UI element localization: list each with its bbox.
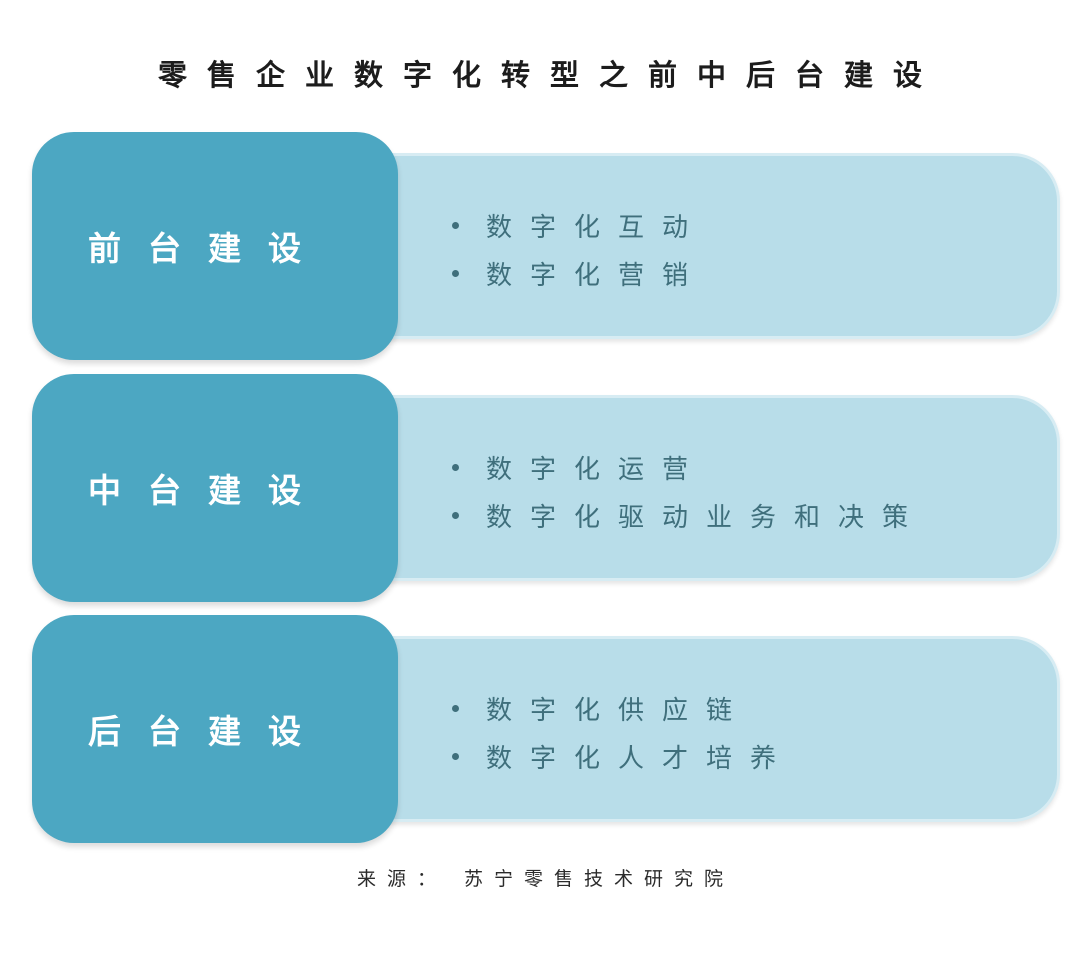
bullet-text: 数字化营销 bbox=[486, 260, 707, 291]
bullet-text: 数字化人才培养 bbox=[486, 743, 795, 774]
section-back-office: 后台建设 数字化供应链 数字化人才培养 bbox=[0, 614, 1080, 844]
bullet-dot-icon bbox=[452, 269, 459, 277]
bullet-item: 数字化运营 bbox=[452, 443, 926, 491]
bullet-dot-icon bbox=[452, 511, 459, 519]
bullet-dot-icon bbox=[452, 704, 459, 712]
section-label-box: 前台建设 bbox=[32, 132, 398, 360]
section-panel bbox=[380, 153, 1060, 339]
bullet-dot-icon bbox=[452, 752, 459, 760]
section-label: 前台建设 bbox=[88, 229, 328, 268]
bullet-text: 数字化运营 bbox=[486, 454, 707, 485]
section-label: 中台建设 bbox=[88, 471, 328, 510]
bullet-list: 数字化互动 数字化营销 bbox=[452, 201, 706, 297]
source-caption: 来源： 苏宁零售技术研究院 bbox=[356, 868, 735, 890]
section-middle-office: 中台建设 数字化运营 数字化驱动业务和决策 bbox=[0, 373, 1080, 603]
bullet-item: 数字化互动 bbox=[452, 201, 706, 249]
section-front-office: 前台建设 数字化互动 数字化营销 bbox=[0, 131, 1080, 361]
bullet-item: 数字化驱动业务和决策 bbox=[452, 491, 926, 539]
bullet-list: 数字化运营 数字化驱动业务和决策 bbox=[452, 443, 926, 539]
section-panel bbox=[380, 395, 1060, 581]
bullet-text: 数字化驱动业务和决策 bbox=[486, 502, 927, 533]
bullet-text: 数字化供应链 bbox=[486, 695, 751, 726]
bullet-list: 数字化供应链 数字化人才培养 bbox=[452, 684, 794, 780]
bullet-dot-icon bbox=[452, 221, 459, 229]
section-panel bbox=[380, 636, 1060, 822]
bullet-item: 数字化人才培养 bbox=[452, 732, 794, 780]
bullet-item: 数字化营销 bbox=[452, 249, 706, 297]
section-label-box: 后台建设 bbox=[32, 615, 398, 843]
bullet-item: 数字化供应链 bbox=[452, 684, 794, 732]
section-label: 后台建设 bbox=[88, 712, 328, 751]
section-label-box: 中台建设 bbox=[32, 374, 398, 602]
bullet-dot-icon bbox=[452, 463, 459, 471]
page-title: 零售企业数字化转型之前中后台建设 bbox=[157, 58, 942, 92]
bullet-text: 数字化互动 bbox=[486, 212, 707, 243]
